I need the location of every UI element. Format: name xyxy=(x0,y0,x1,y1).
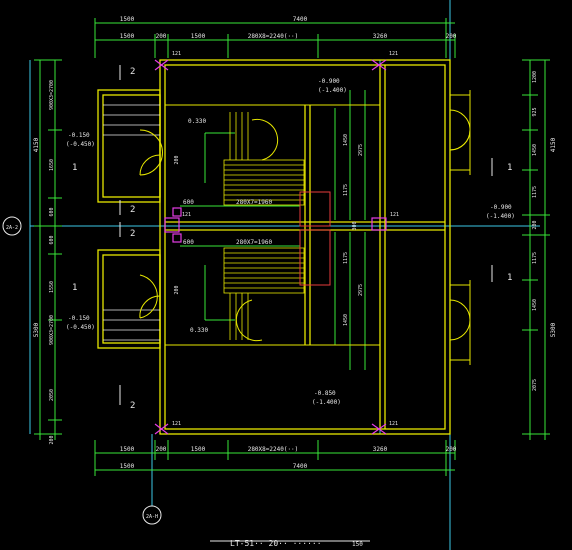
stair-label-6: 1175 xyxy=(343,252,349,264)
dim-right-inner-3: 1450 xyxy=(532,144,538,156)
drawing-scale: 150 xyxy=(352,541,363,548)
dim-bot-1: 1500 xyxy=(120,446,135,453)
level-bottom: -0.850 xyxy=(314,390,336,397)
section-mark-7: 1 xyxy=(507,163,512,173)
dim-bot-6: 200 xyxy=(446,446,457,453)
level-right: -0.900 xyxy=(490,204,512,211)
stair-label-5: 1175 xyxy=(343,184,349,196)
drawing-title: LT-51·· 20·· ······ xyxy=(230,539,322,548)
dim-left-inner-3: 600 xyxy=(49,207,55,216)
level-top-sub: (-1.400) xyxy=(318,87,347,94)
stair-label-9: 600 xyxy=(183,199,194,206)
dim-left-inner-2: 1650 xyxy=(49,159,55,171)
landing-top-level: 0.330 xyxy=(188,118,206,125)
dim-bot2-1: 1500 xyxy=(120,463,135,470)
section-mark-3: 2 xyxy=(130,229,135,239)
section-mark-5: 1 xyxy=(72,163,77,173)
dim-bot-4: 280X8=2240(··) xyxy=(248,446,299,453)
axis-bottom-label: 2A-H xyxy=(146,514,158,520)
stair-label-7: 2975 xyxy=(358,284,364,296)
dim-right-inner-7: 1450 xyxy=(532,299,538,311)
level-top: -0.900 xyxy=(318,78,340,85)
tag-4: 121 xyxy=(389,421,398,427)
tag-5: 121 xyxy=(390,212,399,218)
level-left-bottom-sub: (-0.450) xyxy=(66,324,95,331)
stair-label-10: 600 xyxy=(183,239,194,246)
stair-label-1: 280X7=1960 xyxy=(236,199,273,206)
tag-6: 121 xyxy=(182,212,191,218)
dim-bot-3: 1500 xyxy=(191,446,206,453)
dim-right-outer-2: 5300 xyxy=(550,322,557,337)
dim-right-inner-6: 1175 xyxy=(532,252,538,264)
dim-right-inner-2: 925 xyxy=(532,107,538,116)
level-left-top-sub: (-0.450) xyxy=(66,141,95,148)
stair-label-11: 300 xyxy=(352,221,358,230)
axis-left-label: 2A-2 xyxy=(6,225,18,231)
section-mark-lines xyxy=(119,65,493,405)
tag-2: 121 xyxy=(389,51,398,57)
dim-top2-3: 1500 xyxy=(191,33,206,40)
dim-top-2: 7400 xyxy=(293,16,308,23)
dim-left-outer-1: 4150 xyxy=(33,137,40,152)
dim-left-inner-1: 900X3=2700 xyxy=(49,80,55,110)
section-mark-6: 1 xyxy=(72,283,77,293)
section-mark-8: 1 xyxy=(507,273,512,283)
level-bottom-sub: (-1.400) xyxy=(312,399,341,406)
level-right-sub: (-1.400) xyxy=(486,213,515,220)
dim-top-1: 1500 xyxy=(120,16,135,23)
tag-1: 121 xyxy=(172,51,181,57)
entry-steps xyxy=(103,104,160,341)
dim-right-outer-1: 4150 xyxy=(550,137,557,152)
tag-3: 121 xyxy=(172,421,181,427)
section-mark-1: 2 xyxy=(130,67,135,77)
stair-label-8: 1450 xyxy=(343,314,349,326)
dim-top2-5: 3260 xyxy=(373,33,388,40)
dim-bot-5: 3260 xyxy=(373,446,388,453)
dim-left-inner-7: 2050 xyxy=(49,389,55,401)
stair-treads-lower xyxy=(223,247,305,340)
landing-bottom-level: 0.330 xyxy=(190,327,208,334)
stair-label-2: 280X7=1960 xyxy=(236,239,273,246)
right-door-panels xyxy=(450,90,471,365)
section-mark-2: 2 xyxy=(130,205,135,215)
level-left-top: -0.150 xyxy=(68,132,90,139)
wall-markers xyxy=(154,59,387,435)
stair-treads-upper xyxy=(223,112,305,206)
dim-right-inner-1: 1200 xyxy=(532,71,538,83)
dim-top2-6: 200 xyxy=(446,33,457,40)
stair-label-3: 1450 xyxy=(343,134,349,146)
axis-bubbles xyxy=(2,216,162,525)
tag-8: 200 xyxy=(174,285,180,294)
dim-right-inner-5: 200 xyxy=(532,220,538,229)
stair-label-4: 2975 xyxy=(358,144,364,156)
dim-left-outer-2: 5300 xyxy=(33,322,40,337)
handrails xyxy=(299,191,331,286)
dim-right-inner-4: 1175 xyxy=(532,186,538,198)
dim-left-inner-6: 900X3=2700 xyxy=(49,315,55,345)
tag-7: 200 xyxy=(174,155,180,164)
dim-top2-2: 200 xyxy=(156,33,167,40)
dim-left-inner-4: 600 xyxy=(49,235,55,244)
level-left-bottom: -0.150 xyxy=(68,315,90,322)
dim-bot2-2: 7400 xyxy=(293,463,308,470)
dim-top2-1: 1500 xyxy=(120,33,135,40)
dimension-lines xyxy=(34,18,550,476)
dim-top2-4: 280X8=2240(··) xyxy=(248,33,299,40)
dim-left-inner-5: 1550 xyxy=(49,281,55,293)
dim-left-inner-8: 200 xyxy=(49,435,55,444)
section-mark-4: 2 xyxy=(130,401,135,411)
dim-right-inner-8: 2075 xyxy=(532,379,538,391)
dim-bot-2: 200 xyxy=(156,446,167,453)
